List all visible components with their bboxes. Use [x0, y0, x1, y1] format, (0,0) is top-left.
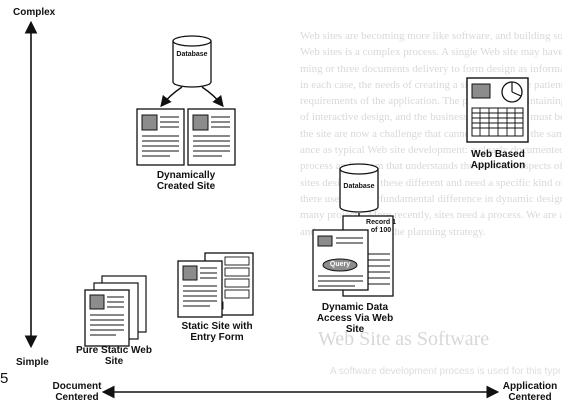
pure-static-pages-icon — [84, 275, 147, 347]
page-number: 5 — [0, 370, 9, 387]
database-top-icon — [172, 35, 212, 88]
dynamic-page-left-icon — [136, 108, 185, 166]
pure-static-label: Pure Static Web Site — [76, 345, 152, 367]
background-footer: A software development process is used f… — [330, 366, 560, 377]
axis-label-complex: Complex — [13, 7, 56, 18]
axis-label-application-centered: Application Centered — [502, 381, 558, 403]
query-button-label: Query — [329, 261, 351, 268]
data-access-front-page-icon — [312, 229, 369, 291]
dynamic-site-label: Dynamically Created Site — [156, 170, 216, 192]
arrow-db-to-page-left — [160, 86, 183, 108]
background-text-line: ming or three documents delivery to form… — [300, 62, 562, 75]
dynamic-page-right-icon — [187, 108, 236, 166]
database-top-label: Database — [176, 51, 208, 58]
static-form-label: Static Site with Entry Form — [181, 321, 253, 343]
axis-label-simple: Simple — [16, 357, 49, 368]
background-text-line: ance as typical Web site development: a … — [300, 144, 562, 157]
web-application-label: Web Based Application — [470, 149, 526, 171]
static-form-front-page-icon — [177, 260, 223, 318]
background-text-line: Web sites is a complex process. A single… — [300, 46, 562, 59]
record-counter-label: Record 1 of 100 — [366, 219, 396, 234]
background-text-line: Web sites are becoming more like softwar… — [300, 30, 562, 42]
background-text-block: Web sites are becoming more like softwar… — [300, 28, 562, 298]
database-middle-label: Database — [343, 183, 375, 190]
background-heading: Web Site as Software — [318, 328, 490, 350]
arrow-db-to-page-right — [201, 86, 224, 108]
dynamic-data-label: Dynamic Data Access Via Web Site — [316, 302, 394, 335]
axis-label-document-centered: Document Centered — [52, 381, 102, 403]
database-middle-icon — [339, 163, 379, 213]
web-application-icon — [466, 77, 529, 143]
